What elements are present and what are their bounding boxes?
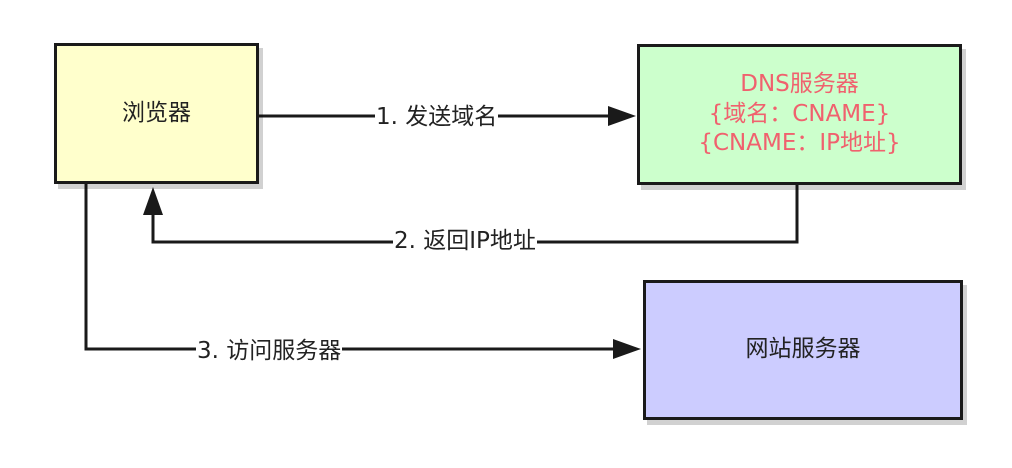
dns-server-node: DNS服务器 {域名：CNAME} {CNAME：IP地址} bbox=[637, 44, 962, 185]
browser-node-label: 浏览器 bbox=[122, 99, 191, 126]
edge-1-arrowhead bbox=[608, 106, 636, 126]
edge-2-label: 2. 返回IP地址 bbox=[393, 227, 537, 255]
edge-3-arrowhead bbox=[613, 339, 641, 359]
web-node-label: 网站服务器 bbox=[745, 336, 861, 363]
dns-node-title: DNS服务器 bbox=[740, 70, 859, 97]
browser-node: 浏览器 bbox=[54, 43, 259, 184]
web-server-node: 网站服务器 bbox=[643, 280, 963, 420]
dns-node-mapping-domain: {域名：CNAME} bbox=[708, 100, 891, 127]
edge-3-line bbox=[84, 184, 613, 351]
edge-2-arrowhead bbox=[143, 187, 163, 215]
edge-1-label: 1. 发送域名 bbox=[375, 103, 499, 131]
dns-node-mapping-cname: {CNAME：IP地址} bbox=[698, 130, 901, 157]
edge-3-label: 3. 访问服务器 bbox=[196, 337, 343, 365]
